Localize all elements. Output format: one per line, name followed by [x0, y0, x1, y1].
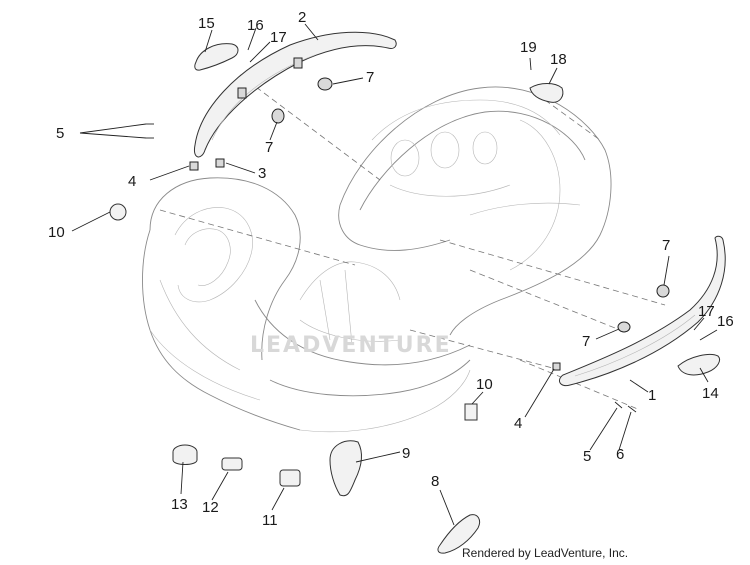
part-10-clip-left	[109, 203, 127, 221]
callout-4: 4	[128, 173, 136, 190]
callout-14: 14	[702, 385, 719, 402]
watermark-text: LEADVENTURE	[250, 333, 452, 358]
part-1-rear-trim-strip	[559, 235, 726, 387]
callout-9: 9	[402, 445, 410, 462]
callout-7-top: 7	[366, 69, 374, 86]
callout-17: 17	[270, 29, 287, 46]
part-7-grommet-rear-2	[617, 321, 631, 333]
callout-18: 18	[550, 51, 567, 68]
part-7-grommet-mid	[271, 108, 285, 124]
part-12-pad	[221, 457, 243, 471]
callout-17-rear: 17	[698, 303, 715, 320]
callout-labels: 2 3 4 5 7 10 15 16 17 19 18 7 7 7 7 17 1…	[48, 9, 734, 529]
part-14-end-cap	[677, 353, 721, 376]
callout-7: 7	[265, 139, 273, 156]
callout-15: 15	[198, 15, 215, 32]
assembly-dash-lines	[159, 74, 666, 411]
callout-13: 13	[171, 496, 188, 513]
part-screws-5-6-rear	[614, 401, 637, 413]
callout-2: 2	[298, 9, 306, 26]
part-13-cap	[172, 444, 198, 465]
scooter-body-frame	[142, 86, 612, 433]
callout-4-rear: 4	[514, 415, 522, 432]
callout-6: 6	[616, 446, 624, 463]
leader-lines	[71, 23, 718, 526]
callout-5-rear: 5	[583, 448, 591, 465]
part-screws-5	[146, 123, 154, 139]
render-credit: Rendered by LeadVenture, Inc.	[462, 546, 629, 560]
callout-7-rear-mid: 7	[582, 333, 590, 350]
callout-11: 11	[262, 512, 278, 529]
callout-10-right: 10	[476, 376, 493, 393]
part-2-front-trim-strip	[193, 31, 397, 158]
part-15-end-cap	[194, 43, 239, 71]
part-10-clip-right	[464, 403, 478, 421]
part-8-bracket	[437, 514, 481, 554]
part-11-button	[279, 469, 301, 487]
part-9-bracket	[329, 440, 362, 497]
part-3-clip	[215, 158, 225, 168]
part-7-grommet-top	[317, 77, 333, 91]
callout-3: 3	[258, 165, 266, 182]
callout-19: 19	[520, 39, 537, 56]
part-4-nut	[189, 161, 199, 171]
callout-5: 5	[56, 125, 64, 142]
part-18-end-cap	[529, 83, 564, 103]
callout-16-rear: 16	[717, 313, 734, 330]
callout-12: 12	[202, 499, 219, 516]
part-4-nut-rear	[552, 362, 561, 371]
callout-7-rear-top: 7	[662, 237, 670, 254]
callout-10: 10	[48, 224, 65, 241]
callout-1: 1	[648, 387, 656, 404]
callout-8: 8	[431, 473, 439, 490]
part-7-grommet-rear-1	[656, 284, 670, 298]
callout-16: 16	[247, 17, 264, 34]
